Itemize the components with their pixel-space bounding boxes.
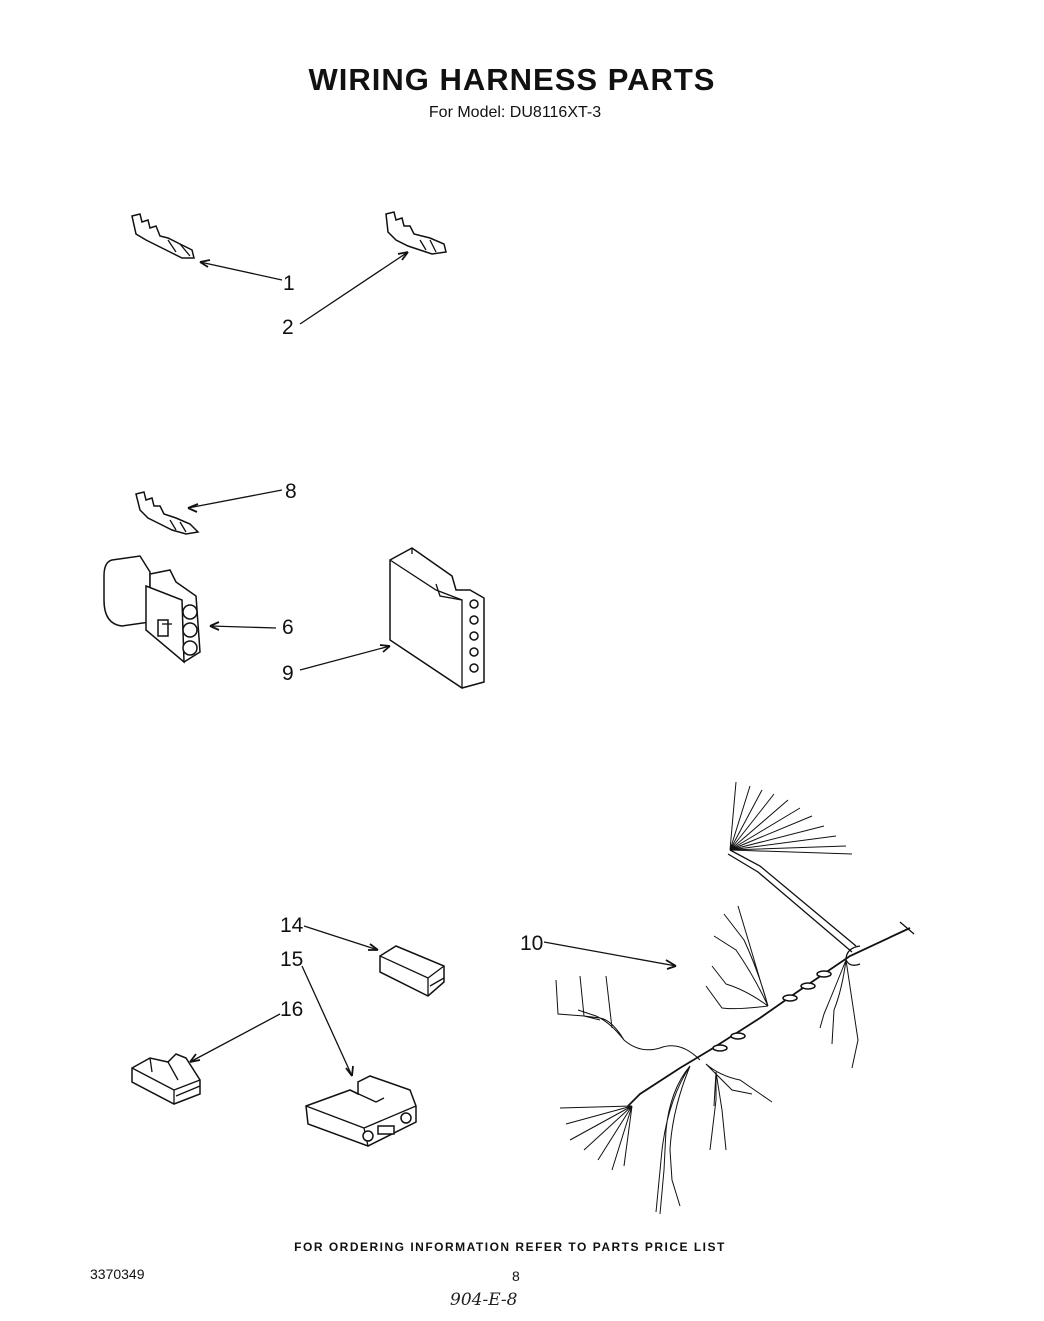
part-9-connector-housing [389,547,485,689]
part-15-clip [305,1075,417,1147]
page-number: 8 [512,1268,520,1284]
document-number: 3370349 [90,1266,145,1282]
callout-15: 15 [280,948,303,971]
leader-line-16 [189,1013,281,1063]
callout-6: 6 [282,616,294,639]
callout-8: 8 [285,480,297,503]
model-subtitle: For Model: DU8116XT-3 [428,104,602,121]
part-1-terminal [131,213,195,259]
part-6-connector [103,555,201,664]
leader-line-2 [299,251,409,325]
callout-1: 1 [283,272,295,295]
leader-line-8 [187,489,283,509]
callout-9: 9 [282,662,294,685]
page-title: WIRING HARNESS PARTS [308,62,716,97]
part-14-block [379,945,445,997]
leader-line-1 [199,261,283,281]
leader-line-14 [303,925,379,951]
callout-16: 16 [280,998,303,1021]
callout-10: 10 [520,932,543,955]
leader-line-10 [543,941,677,967]
leader-line-9 [299,645,391,671]
handwritten-note: 904-E-8 [450,1290,518,1310]
leader-line-15 [301,965,353,1077]
part-8-terminal [135,491,200,535]
part-2-terminal [385,211,447,255]
callout-2: 2 [282,316,294,339]
ordering-note: FOR ORDERING INFORMATION REFER TO PARTS … [294,1240,726,1254]
leader-line-6 [209,625,277,629]
part-10-wiring-harness [555,781,915,1215]
part-16-connector-block [131,1053,201,1105]
callout-14: 14 [280,914,304,937]
